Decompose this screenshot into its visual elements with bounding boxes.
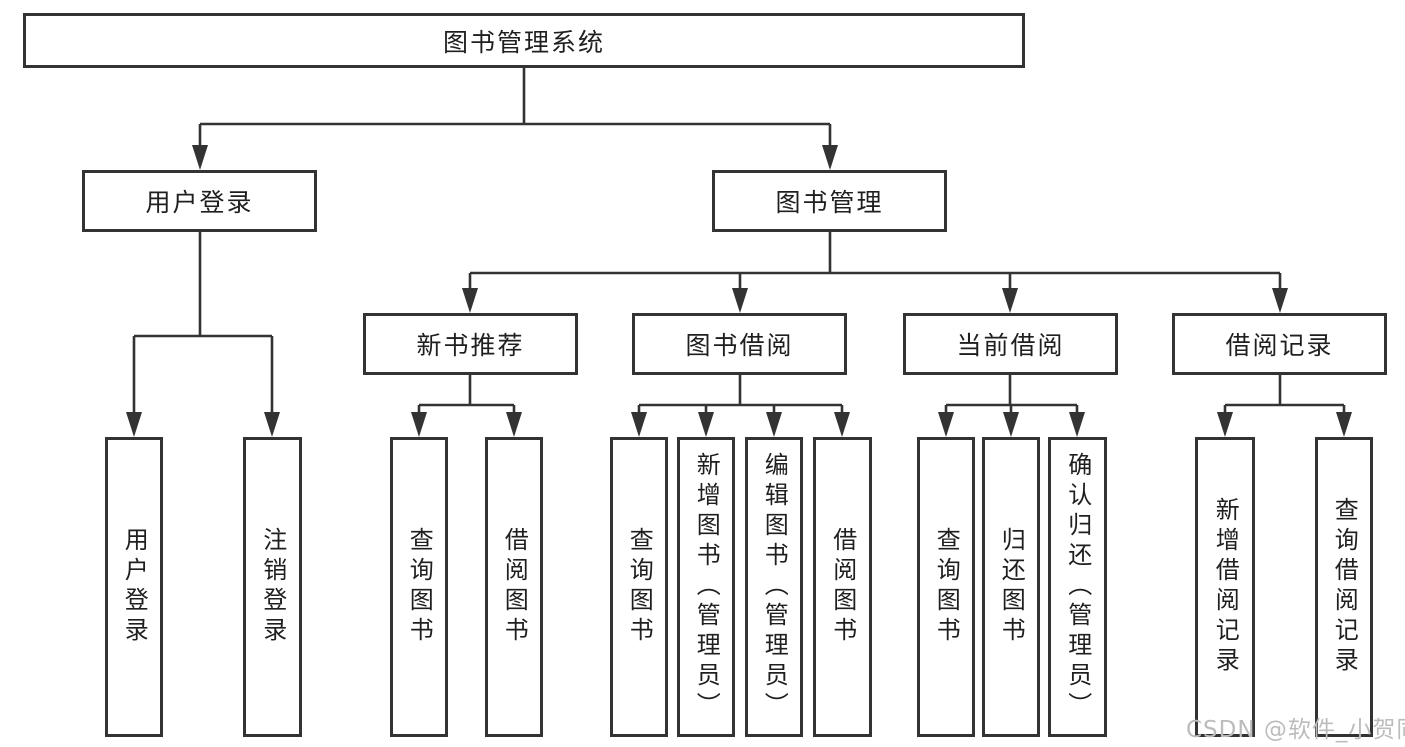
arrow-down-icon [462, 288, 478, 313]
connectors-new-books [411, 375, 522, 437]
node-book-mgmt: 图书管理 [712, 170, 947, 232]
leaf-bb-edit-books-admin: 编辑图书（管理员） [745, 437, 803, 737]
connectors-book-borrow [631, 375, 850, 437]
leaf-user-login-label: 用户登录 [120, 527, 149, 647]
arrow-down-icon [126, 412, 142, 437]
node-book-borrow-label: 图书借阅 [685, 331, 794, 360]
leaf-nb-borrow-books: 借阅图书 [485, 437, 543, 737]
node-book-borrow: 图书借阅 [632, 313, 847, 375]
leaf-bb-query-books: 查询图书 [610, 437, 668, 737]
arrow-down-icon [1069, 412, 1085, 437]
leaf-br-query-record-label: 查询借阅记录 [1330, 497, 1359, 677]
leaf-logout: 注销登录 [243, 437, 302, 737]
node-user-login-label: 用户登录 [145, 188, 254, 217]
arrow-down-icon [192, 145, 208, 170]
leaf-cb-query-books: 查询图书 [917, 437, 975, 737]
leaf-nb-query-books: 查询图书 [390, 437, 448, 737]
arrow-down-icon [834, 412, 850, 437]
arrow-down-icon [1272, 288, 1288, 313]
connectors-book-mgmt [462, 232, 1288, 313]
leaf-cb-return-books-label: 归还图书 [997, 527, 1026, 647]
arrow-down-icon [938, 412, 954, 437]
arrow-down-icon [631, 412, 647, 437]
leaf-user-login: 用户登录 [105, 437, 163, 737]
leaf-cb-confirm-return-admin-label: 确认归还（管理员） [1063, 452, 1092, 722]
csdn-watermark: CSDN @软件_小贺同学 [1186, 717, 1405, 743]
arrow-down-icon [1217, 412, 1233, 437]
leaf-bb-edit-books-admin-label: 编辑图书（管理员） [760, 452, 789, 722]
arrow-down-icon [1003, 412, 1019, 437]
leaf-bb-add-books-admin: 新增图书（管理员） [677, 437, 735, 737]
node-new-books: 新书推荐 [363, 313, 578, 375]
arrow-down-icon [732, 288, 748, 313]
leaf-bb-add-books-admin-label: 新增图书（管理员） [692, 452, 721, 722]
node-root-label: 图书管理系统 [442, 27, 605, 57]
arrow-down-icon [698, 412, 714, 437]
leaf-bb-borrow-books: 借阅图书 [813, 437, 872, 737]
arrow-down-icon [411, 412, 427, 437]
node-root: 图书管理系统 [23, 13, 1025, 68]
arrow-down-icon [1336, 412, 1352, 437]
arrow-down-icon [1002, 288, 1018, 313]
node-book-mgmt-label: 图书管理 [775, 188, 884, 217]
leaf-br-add-record-label: 新增借阅记录 [1211, 497, 1240, 677]
arrow-down-icon [822, 145, 838, 170]
node-borrow-records-label: 借阅记录 [1225, 331, 1334, 360]
leaf-cb-query-books-label: 查询图书 [932, 527, 961, 647]
connectors-borrow-records [1217, 375, 1352, 437]
leaf-br-add-record: 新增借阅记录 [1195, 437, 1255, 737]
connectors-user-login [126, 232, 280, 437]
leaf-nb-borrow-books-label: 借阅图书 [500, 527, 529, 647]
connectors-current-borrow [938, 375, 1085, 437]
leaf-cb-return-books: 归还图书 [982, 437, 1040, 737]
node-borrow-records: 借阅记录 [1172, 313, 1387, 375]
leaf-br-query-record: 查询借阅记录 [1315, 437, 1373, 737]
leaf-bb-borrow-books-label: 借阅图书 [828, 527, 857, 647]
arrow-down-icon [264, 412, 280, 437]
arrow-down-icon [506, 412, 522, 437]
leaf-cb-confirm-return-admin: 确认归还（管理员） [1048, 437, 1107, 737]
connectors-root [192, 68, 838, 170]
node-current-borrow-label: 当前借阅 [956, 331, 1065, 360]
arrow-down-icon [766, 412, 782, 437]
node-current-borrow: 当前借阅 [903, 313, 1118, 375]
node-new-books-label: 新书推荐 [416, 331, 525, 360]
leaf-logout-label: 注销登录 [258, 527, 287, 647]
node-user-login: 用户登录 [82, 170, 317, 232]
leaf-nb-query-books-label: 查询图书 [405, 527, 434, 647]
leaf-bb-query-books-label: 查询图书 [625, 527, 654, 647]
